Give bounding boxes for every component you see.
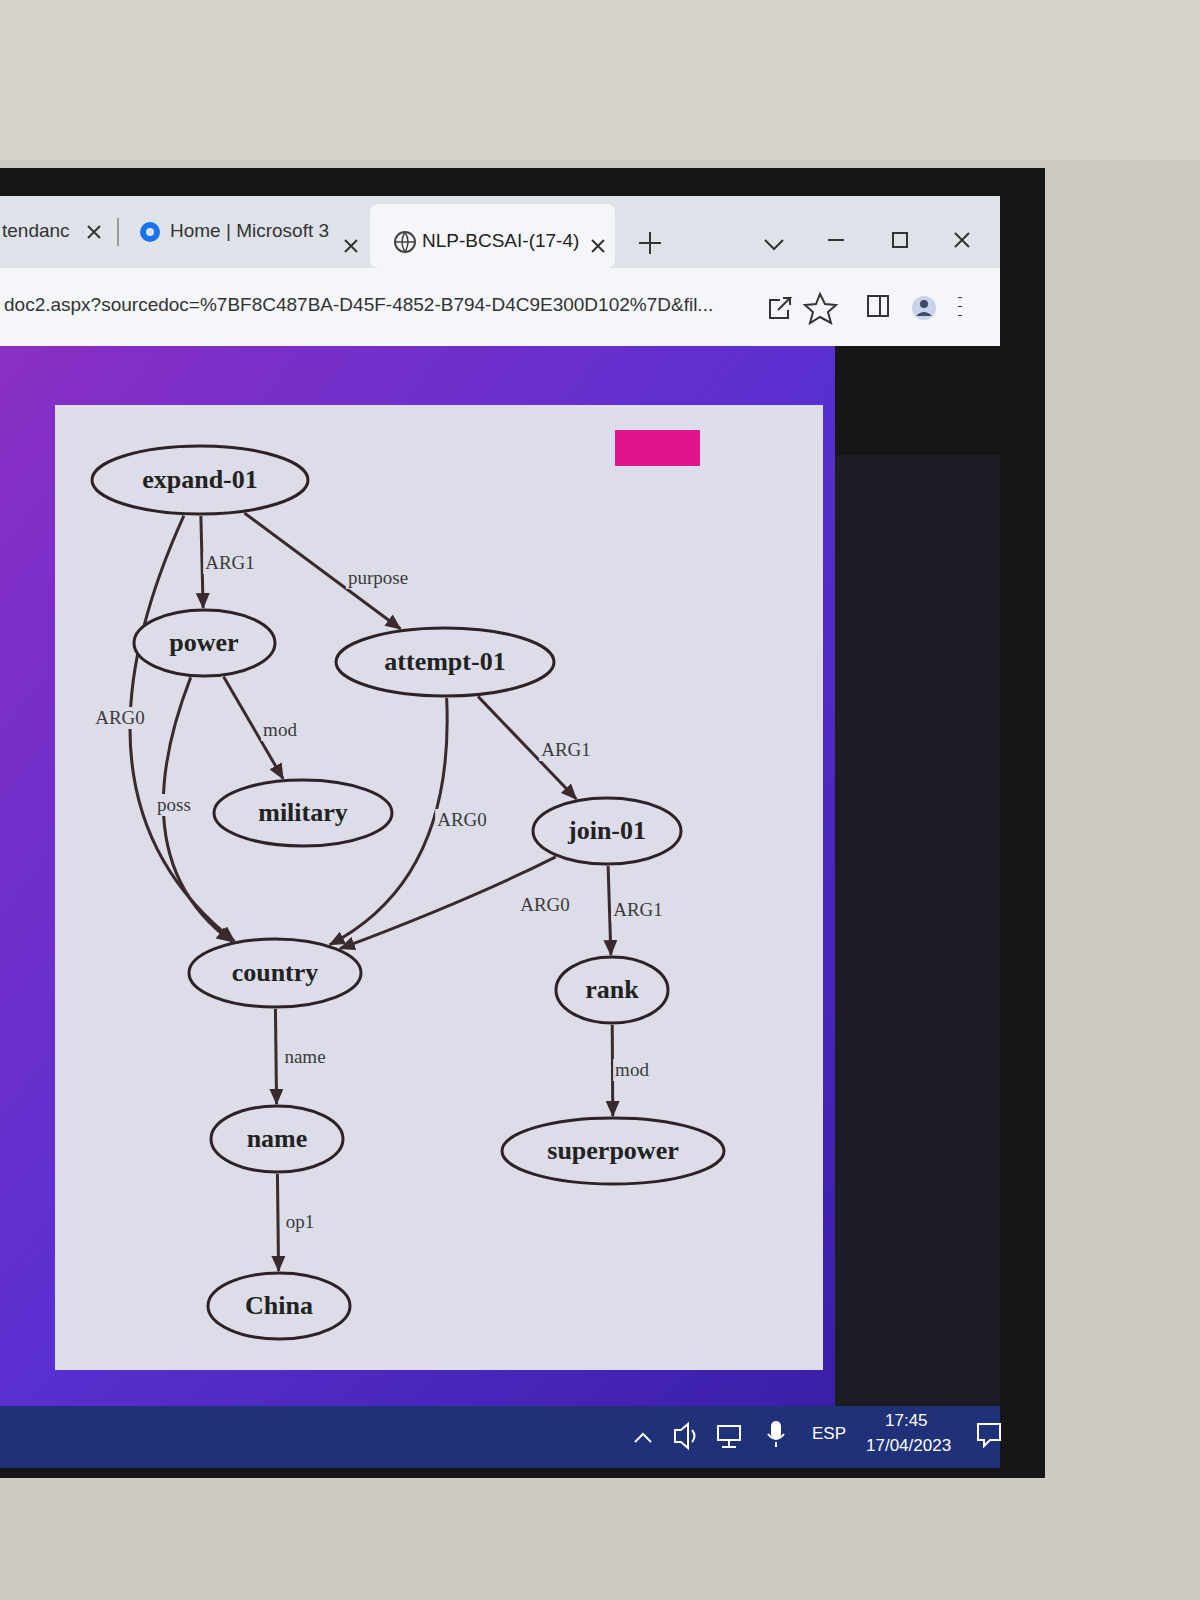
node-ellipse [208, 1273, 350, 1339]
node-ellipse [134, 610, 275, 676]
slide-ground [0, 346, 835, 1406]
node-ellipse [502, 1118, 724, 1184]
node-text: power [169, 628, 238, 658]
relation-arrow [275, 1009, 276, 1104]
concept-node: name [209, 1104, 345, 1174]
relation-label: poss [155, 794, 193, 816]
relation-label: ARG1 [539, 739, 593, 761]
pink-marker [615, 430, 700, 466]
relation-label: purpose [346, 567, 410, 589]
address-bar [0, 268, 1000, 346]
tab-title: Home | Microsoft 3 [170, 220, 329, 242]
node-ellipse [211, 1106, 343, 1172]
relation-label: name [282, 1046, 327, 1068]
relation-label: ARG0 [435, 809, 489, 831]
wall-top [0, 0, 1200, 160]
tab-bar [0, 196, 1000, 268]
concept-node: rank [554, 955, 670, 1025]
concept-node: join-01 [531, 796, 683, 866]
relation-label: mod [613, 1059, 651, 1081]
clock-time: 17:45 [885, 1411, 928, 1431]
concept-node: China [206, 1271, 352, 1341]
node-ellipse [533, 798, 681, 864]
concept-node: power [132, 608, 277, 678]
diagram-panel [55, 405, 823, 1370]
concept-node: country [187, 937, 363, 1009]
node-text: military [258, 798, 348, 828]
node-ellipse [214, 780, 392, 846]
node-text: superpower [547, 1136, 678, 1166]
relation-label: ARG0 [93, 707, 147, 729]
node-text: name [247, 1124, 308, 1154]
relation-arrow [277, 1174, 278, 1271]
node-ellipse [92, 446, 308, 514]
node-ellipse [336, 628, 554, 696]
concept-node: superpower [500, 1116, 726, 1186]
language-indicator: ESP [812, 1424, 846, 1444]
relation-label: ARG1 [611, 899, 665, 921]
node-text: attempt-01 [384, 647, 505, 677]
browser-icons [88, 218, 1000, 1448]
relation-label: ARG0 [518, 894, 572, 916]
active-tab [370, 204, 615, 268]
taskbar [0, 1406, 1000, 1468]
concept-node: military [212, 778, 394, 848]
node-text: country [232, 958, 319, 988]
relation-label: mod [261, 719, 299, 741]
node-ellipse [556, 957, 668, 1023]
url-text: doc2.aspx?sourcedoc=%7BF8C487BA-D45F-485… [4, 294, 713, 316]
clock-date: 17/04/2023 [866, 1436, 951, 1456]
tab-title: tendanc [2, 220, 70, 242]
tab-title: NLP-BCSAI-(17-4) [422, 230, 579, 252]
node-text: rank [585, 975, 638, 1005]
relation-label: ARG1 [203, 552, 257, 574]
node-ellipse [189, 939, 361, 1007]
node-text: China [245, 1291, 313, 1321]
concept-node: attempt-01 [334, 626, 556, 698]
monitor-bezel [0, 168, 1045, 1478]
relation-label: op1 [284, 1211, 317, 1233]
dark-panel [835, 455, 1000, 1406]
node-text: expand-01 [142, 465, 258, 495]
concept-node: expand-01 [90, 444, 310, 516]
node-text: join-01 [568, 816, 646, 846]
